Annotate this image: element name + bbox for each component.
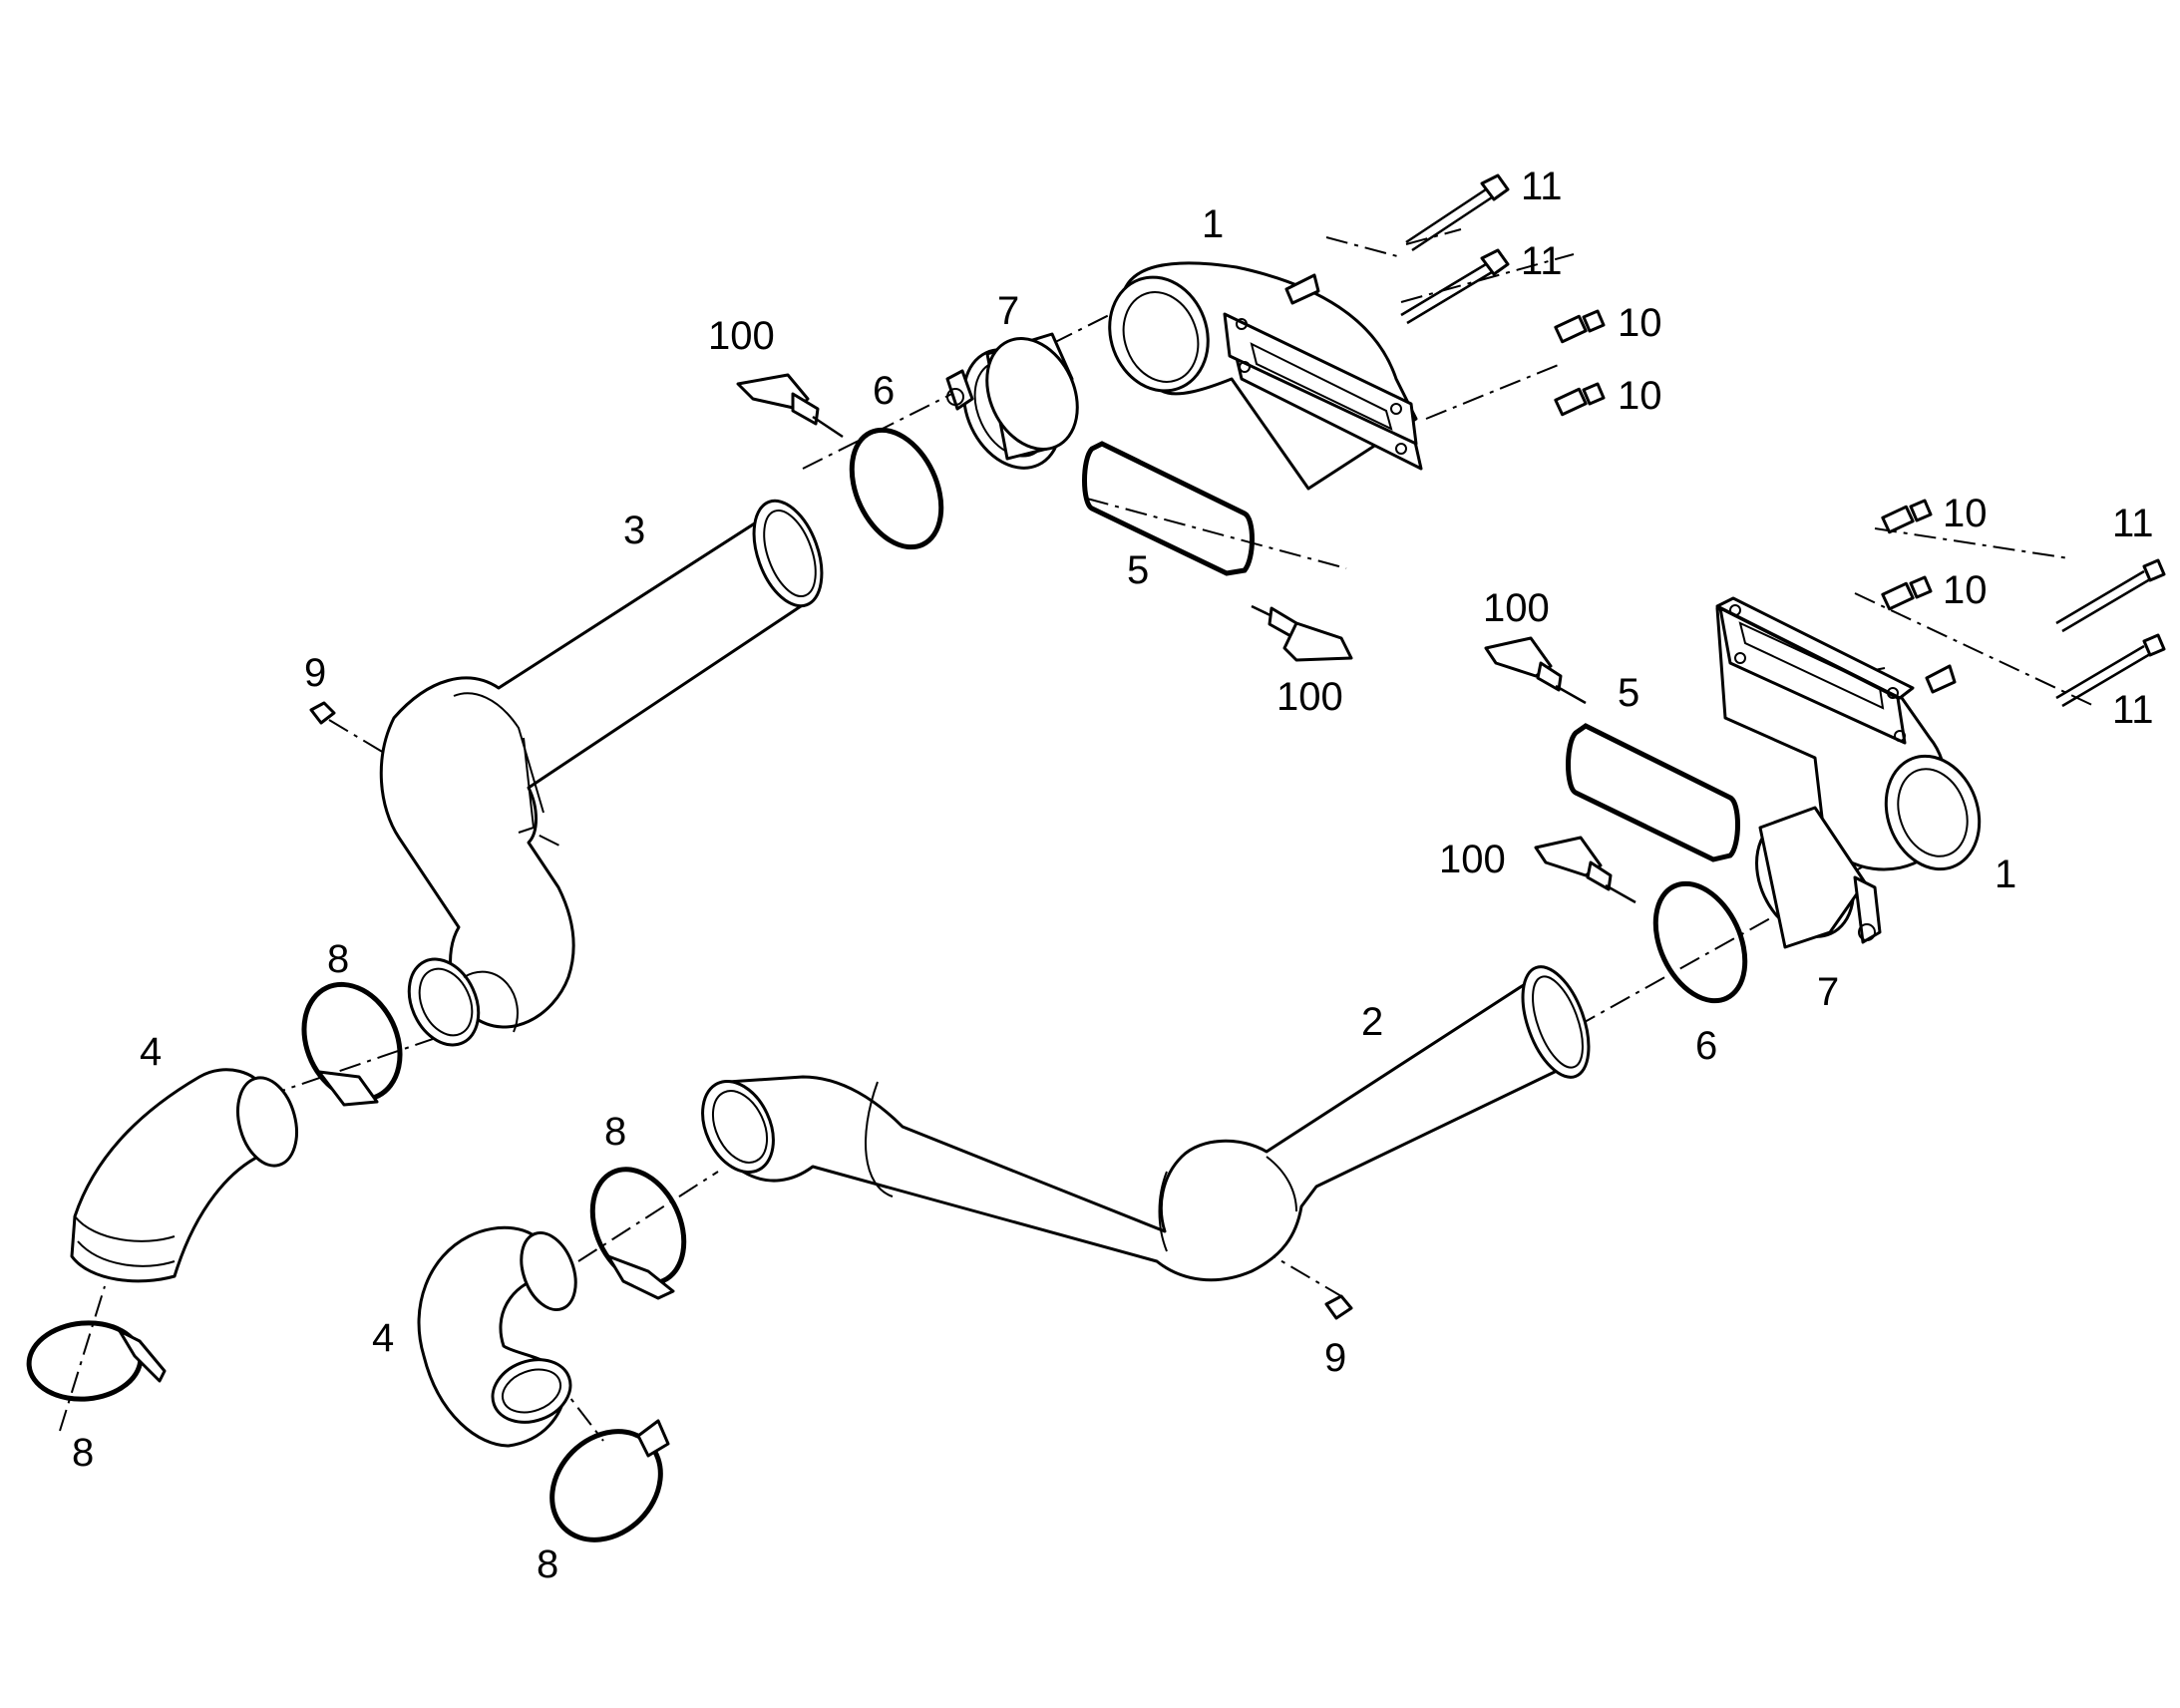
bolt-10-right-2 — [1881, 575, 1933, 611]
callout-9-upper: 9 — [304, 651, 326, 695]
part-8-clamp-lower — [549, 1419, 670, 1542]
bolt-11-right-1 — [2055, 558, 2166, 633]
part-2-pipe — [701, 965, 1591, 1282]
callout-5-right: 5 — [1618, 671, 1639, 715]
callout-8-lower: 8 — [537, 1542, 558, 1586]
callout-2: 2 — [1361, 1000, 1383, 1044]
callout-3: 3 — [623, 509, 645, 552]
bolt-11-right-2 — [2055, 633, 2166, 708]
callout-4-upper: 4 — [140, 1030, 162, 1074]
callout-10-upper-2: 10 — [1618, 374, 1662, 418]
part-5-upper-gasket — [1082, 441, 1255, 576]
part-8-clamp-left — [26, 1320, 167, 1402]
callout-100-a: 100 — [708, 314, 775, 358]
part-9-bolt-upper — [309, 701, 336, 725]
part-8-clamp-upper — [301, 981, 403, 1107]
part-9-bolt-lower — [1324, 1294, 1353, 1320]
callout-1-right: 1 — [1995, 853, 2016, 896]
part-4-left-elbow-lower — [417, 1225, 577, 1448]
part-1-right-elbow — [1715, 596, 1982, 871]
callout-6-right: 6 — [1695, 1024, 1717, 1068]
callout-7-right: 7 — [1817, 970, 1839, 1014]
callout-4-lower: 4 — [372, 1316, 394, 1360]
bolt-11-upper-2 — [1400, 248, 1510, 325]
part-100-sealant-a — [736, 373, 844, 439]
callout-1-upper: 1 — [1202, 202, 1224, 246]
part-3-pipe — [379, 499, 824, 1047]
callout-100-b: 100 — [1276, 675, 1343, 719]
part-7-right-clamp — [1755, 806, 1882, 949]
part-100-sealant-c — [1484, 636, 1587, 705]
callout-10-right-2: 10 — [1943, 568, 1988, 612]
callout-8-middle: 8 — [604, 1110, 626, 1154]
part-7-upper-clamp — [945, 332, 1079, 470]
bolt-11-upper-1 — [1405, 173, 1510, 252]
part-100-sealant-b — [1251, 604, 1353, 662]
callouts: 1 1 2 3 4 4 5 5 6 6 7 7 8 8 8 8 9 9 10 1… — [72, 165, 2154, 1586]
callout-100-d: 100 — [1439, 838, 1506, 881]
callout-9-lower: 9 — [1324, 1336, 1346, 1380]
callout-6-upper: 6 — [873, 369, 895, 413]
part-100-sealant-d — [1534, 836, 1636, 904]
part-6-right-oring — [1652, 880, 1748, 1004]
bolt-10-right-1 — [1881, 499, 1933, 534]
part-4-left-elbow-upper — [70, 1068, 298, 1283]
callout-8-left: 8 — [72, 1431, 94, 1475]
bolt-10-upper-1 — [1554, 309, 1606, 344]
part-6-upper-oring — [849, 427, 944, 550]
callout-11-right-1: 11 — [2112, 502, 2154, 545]
part-5-right-gasket — [1566, 723, 1740, 862]
callout-5-upper: 5 — [1127, 548, 1149, 592]
callout-11-upper-1: 11 — [1521, 165, 1563, 208]
callout-10-upper-1: 10 — [1618, 301, 1662, 345]
part-8-clamp-middle — [589, 1167, 687, 1300]
callout-11-right-2: 11 — [2112, 688, 2154, 732]
bolt-10-upper-2 — [1554, 382, 1606, 417]
callout-10-right-1: 10 — [1943, 492, 1988, 535]
part-1-upper-elbow — [1108, 261, 1423, 491]
callout-8-upper: 8 — [327, 937, 349, 981]
callout-7-upper: 7 — [997, 289, 1019, 333]
callout-100-c: 100 — [1483, 586, 1550, 630]
callout-11-upper-2: 11 — [1521, 239, 1563, 283]
